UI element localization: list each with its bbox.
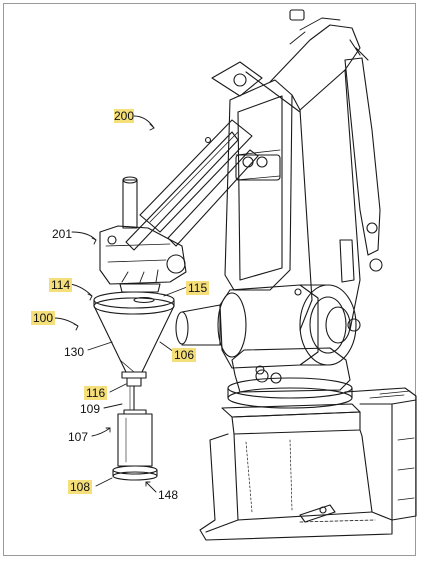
- label-106: 106: [172, 348, 197, 362]
- label-200-text: 200: [114, 109, 135, 123]
- label-200: 200: [112, 109, 136, 123]
- wrist-assembly: [99, 176, 187, 293]
- label-114: 114: [49, 278, 73, 292]
- label-148: 148: [158, 488, 179, 502]
- turntable: [227, 347, 353, 409]
- shoulder-hub: [175, 284, 361, 375]
- counterweight-link: [339, 39, 383, 283]
- main-frame: [224, 9, 361, 331]
- label-116: 116: [84, 386, 108, 400]
- label-130: 130: [64, 345, 85, 359]
- pedestal-base: [199, 403, 393, 541]
- label-108: 108: [68, 480, 93, 494]
- label-109: 109: [80, 402, 101, 416]
- label-115: 115: [186, 281, 210, 295]
- label-107: 107: [68, 430, 89, 444]
- leader-lines: [53, 115, 188, 493]
- label-201: 201: [52, 227, 73, 241]
- cartridge: [112, 409, 158, 481]
- label-100: 100: [31, 311, 56, 325]
- upper-arm: [125, 61, 301, 251]
- hopper-funnel: [93, 291, 175, 411]
- side-cabinet: [344, 387, 417, 521]
